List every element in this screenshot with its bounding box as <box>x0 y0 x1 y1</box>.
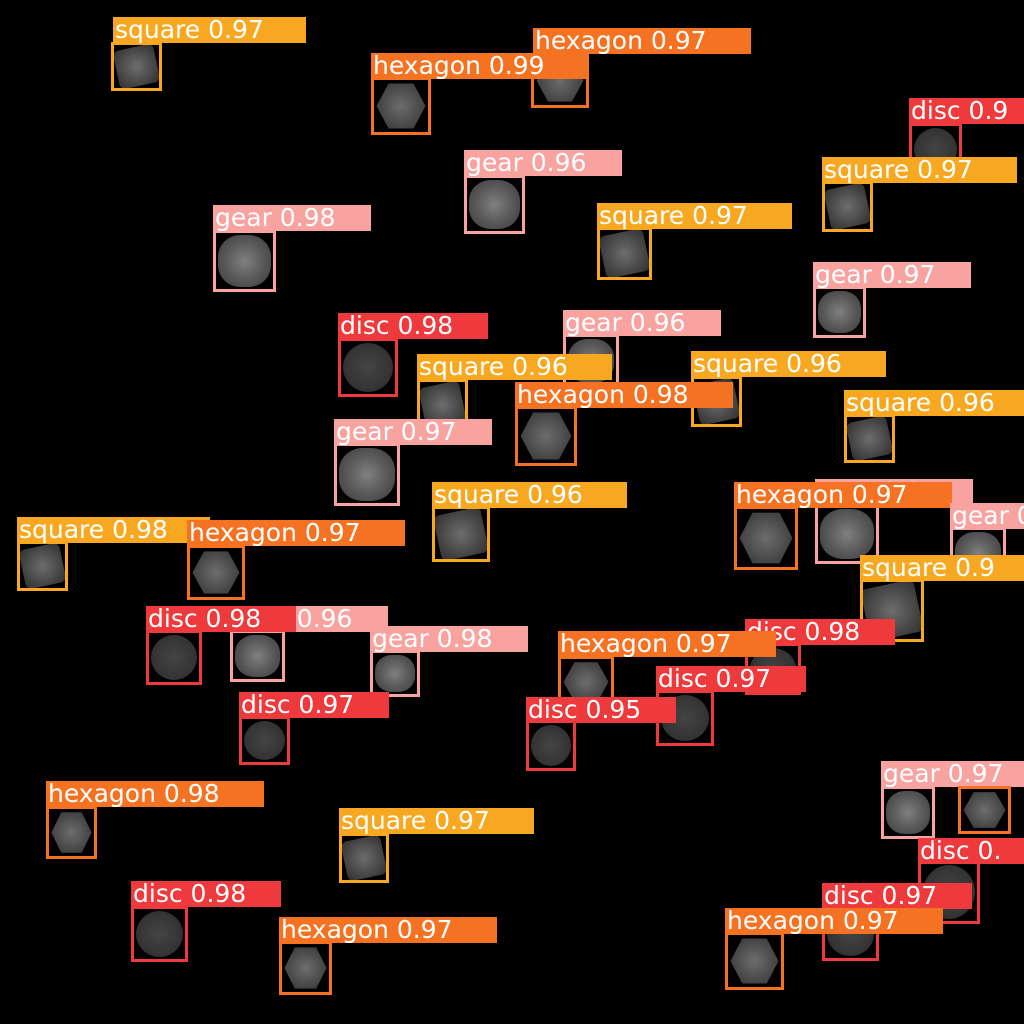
disc-object <box>343 343 393 392</box>
disc-object <box>151 635 197 680</box>
hexagon-object <box>192 551 240 594</box>
detection-label: gear 0.96 <box>563 310 721 336</box>
detection-label: square 0.9 <box>860 555 1024 581</box>
detection-label: hexagon 0.97 <box>558 631 776 657</box>
bounding-box <box>813 286 866 338</box>
bounding-box <box>146 630 202 685</box>
gear-object <box>820 509 874 559</box>
detection-label: square 0.96 <box>844 390 1024 416</box>
detection-label: gear 0.97 <box>881 761 1024 787</box>
hexagon-object <box>376 83 426 129</box>
disc-object <box>244 721 285 760</box>
detection-label: disc 0.9 <box>909 98 1024 124</box>
gear-object <box>375 655 415 692</box>
bounding-box <box>371 77 431 135</box>
hexagon-object <box>739 512 793 564</box>
detection-label: disc 0.98 <box>338 313 488 339</box>
bounding-box <box>370 650 420 697</box>
detection-label: disc 0. <box>918 838 1024 864</box>
detection-label: square 0.97 <box>113 17 306 43</box>
bounding-box <box>187 545 245 600</box>
detection-label: hexagon 0.97 <box>725 908 943 934</box>
hexagon-object <box>730 938 779 984</box>
gear-object <box>235 635 280 677</box>
detection-label: hexagon 0.97 <box>533 28 751 54</box>
hexagon-object <box>284 947 327 989</box>
detection-label: square 0.96 <box>691 351 886 377</box>
detection-label: disc 0.98 <box>131 881 281 907</box>
bounding-box <box>881 786 935 839</box>
bounding-box <box>230 630 285 682</box>
hexagon-object <box>963 792 1006 828</box>
detection-label: gear 0.98 <box>370 626 528 652</box>
detection-label: disc 0.97 <box>239 692 389 718</box>
bounding-box <box>822 181 873 232</box>
bounding-box <box>432 506 490 562</box>
bounding-box <box>734 506 798 570</box>
detection-label: disc 0.95 <box>526 697 676 723</box>
bounding-box <box>464 175 525 234</box>
bounding-box <box>515 406 577 466</box>
disc-object <box>531 725 571 766</box>
bounding-box <box>131 906 188 962</box>
hexagon-object <box>563 662 609 702</box>
hexagon-object <box>51 812 92 853</box>
detection-label: hexagon 0.98 <box>46 781 264 807</box>
detection-label: square 0.97 <box>597 203 792 229</box>
detection-label: disc 0.97 <box>822 883 972 909</box>
detection-label: hexagon 0.97 <box>279 917 497 943</box>
disc-object <box>136 911 183 957</box>
bounding-box <box>526 720 576 771</box>
bounding-box <box>597 227 652 280</box>
gear-object <box>886 791 930 834</box>
gear-object <box>218 235 271 287</box>
bounding-box <box>725 932 784 990</box>
detection-label: square 0.97 <box>822 157 1017 183</box>
bounding-box <box>958 786 1011 834</box>
detection-label: square 0.97 <box>339 808 534 834</box>
detection-label: hexagon 0.99 <box>371 53 589 79</box>
detection-label: gear 0.97 <box>334 419 492 445</box>
detection-label: disc 0.97 <box>656 666 806 692</box>
gear-object <box>339 448 395 501</box>
detection-label: gear 0.97 <box>813 262 971 288</box>
bounding-box <box>338 338 398 397</box>
gear-object <box>469 180 520 229</box>
detection-label: disc 0.98 <box>146 606 296 632</box>
bounding-box <box>46 806 97 859</box>
detection-label: hexagon 0.98 <box>515 382 733 408</box>
gear-object <box>818 291 861 333</box>
bounding-box <box>111 42 162 91</box>
detection-label: gear 0. <box>950 503 1024 529</box>
detection-label: square 0.96 <box>432 482 627 508</box>
detection-label: square 0.96 <box>417 354 612 380</box>
bounding-box <box>279 941 332 995</box>
detection-label: square 0.98 <box>17 517 210 543</box>
bounding-box <box>213 230 276 292</box>
detection-label: gear 0.96 <box>464 150 622 176</box>
hexagon-object <box>520 412 572 460</box>
detection-label: gear 0.98 <box>213 205 371 231</box>
bounding-box <box>239 716 290 765</box>
bounding-box <box>844 414 895 463</box>
bounding-box <box>334 443 400 506</box>
detection-label: hexagon 0.97 <box>734 482 952 508</box>
bounding-box <box>17 541 68 591</box>
detection-label: hexagon 0.97 <box>187 520 405 546</box>
bounding-box <box>339 833 389 883</box>
